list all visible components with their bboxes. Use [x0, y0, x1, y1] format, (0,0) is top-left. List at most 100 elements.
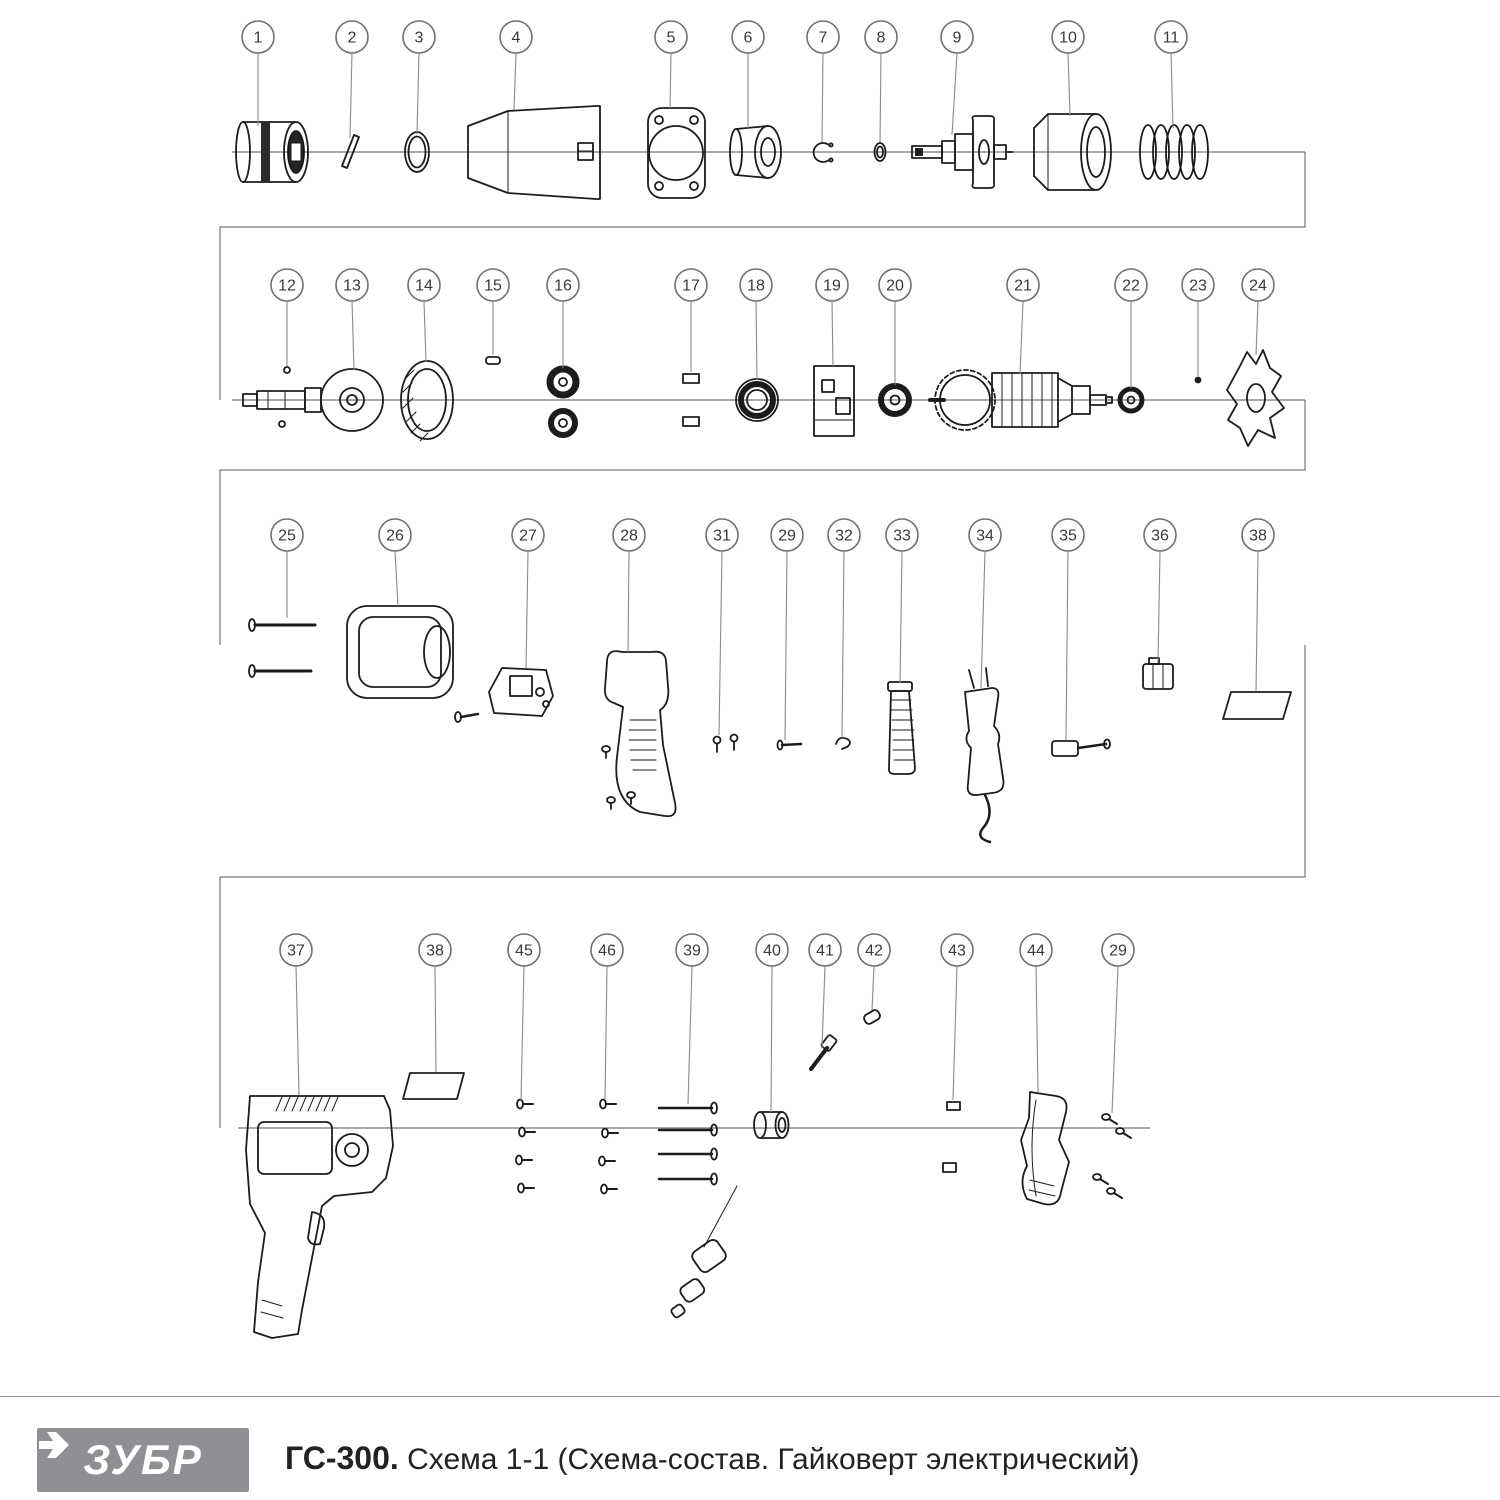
part-sleeves-17 — [682, 373, 700, 427]
part-switch-bracket — [454, 667, 554, 723]
svg-text:10: 10 — [1059, 30, 1077, 47]
svg-text:22: 22 — [1122, 278, 1140, 295]
part-label-plate-38b — [402, 1072, 465, 1100]
callout-36: 36 — [1143, 518, 1177, 664]
callout-34: 34 — [968, 518, 1002, 689]
footer-divider — [0, 1396, 1500, 1397]
part-label-plate-38 — [1222, 691, 1292, 720]
part-long-screws-39 — [657, 1101, 738, 1248]
part-pin — [341, 134, 360, 169]
callout-15: 15 — [476, 268, 510, 355]
part-socket-anvil — [235, 121, 309, 183]
part-cable-clamp — [1051, 738, 1111, 757]
part-fan-baffle — [1226, 349, 1285, 447]
part-screws-45 — [515, 1098, 536, 1194]
callout-20: 20 — [878, 268, 912, 385]
svg-text:14: 14 — [415, 278, 433, 295]
svg-text:2: 2 — [348, 30, 357, 47]
svg-text:15: 15 — [484, 278, 502, 295]
svg-text:32: 32 — [835, 528, 853, 545]
part-bearing-20 — [878, 383, 912, 417]
svg-text:35: 35 — [1059, 528, 1077, 545]
callout-22: 22 — [1114, 268, 1148, 388]
callout-35: 35 — [1051, 518, 1085, 741]
callout-37: 37 — [279, 933, 313, 1096]
callout-29: 29 — [770, 518, 804, 741]
callout-21: 21 — [1006, 268, 1040, 375]
svg-text:39: 39 — [683, 943, 701, 960]
callout-38: 38 — [1241, 518, 1275, 692]
part-terminal-block — [1142, 657, 1174, 690]
part-screws-46 — [598, 1098, 619, 1195]
svg-text:37: 37 — [287, 943, 305, 960]
part-bearing-22 — [1117, 386, 1145, 414]
part-stator — [346, 605, 454, 699]
svg-text:27: 27 — [519, 528, 537, 545]
svg-text:20: 20 — [886, 278, 904, 295]
part-hammer-cage — [1033, 113, 1112, 191]
callout-31: 31 — [705, 518, 739, 736]
svg-text:6: 6 — [744, 30, 753, 47]
callout-3: 3 — [402, 20, 436, 135]
part-cord-guard — [887, 681, 916, 775]
svg-text:36: 36 — [1151, 528, 1169, 545]
part-spring — [1139, 124, 1209, 180]
model-number: ГС-300. — [285, 1440, 399, 1476]
part-bushing — [729, 125, 782, 179]
part-spindle — [911, 115, 1014, 189]
callout-4: 4 — [499, 20, 533, 111]
svg-text:7: 7 — [819, 30, 828, 47]
part-gasket-plate — [647, 107, 706, 199]
svg-text:13: 13 — [343, 278, 361, 295]
svg-text:23: 23 — [1189, 278, 1207, 295]
callout-8: 8 — [864, 20, 898, 143]
callout-7: 7 — [806, 20, 840, 143]
callout-24: 24 — [1241, 268, 1275, 356]
svg-text:29: 29 — [778, 528, 796, 545]
callout-29: 29 — [1101, 933, 1135, 1114]
callout-46: 46 — [590, 933, 624, 1101]
part-long-screws-25 — [248, 618, 317, 678]
brand-name: ЗУБР — [83, 1436, 203, 1483]
svg-text:42: 42 — [865, 943, 883, 960]
callout-16: 16 — [546, 268, 580, 368]
callout-32: 32 — [827, 518, 861, 739]
svg-text:8: 8 — [877, 30, 886, 47]
svg-text:3: 3 — [415, 30, 424, 47]
part-armature — [928, 369, 1113, 431]
svg-text:38: 38 — [426, 943, 444, 960]
part-screws-29b — [1092, 1113, 1132, 1199]
callout-18: 18 — [739, 268, 773, 381]
svg-text:44: 44 — [1027, 943, 1045, 960]
svg-text:45: 45 — [515, 943, 533, 960]
svg-text:11: 11 — [1163, 30, 1180, 47]
callout-25: 25 — [270, 518, 304, 618]
callout-17: 17 — [674, 268, 708, 372]
part-cam-spindle — [242, 368, 384, 432]
svg-text:24: 24 — [1249, 278, 1267, 295]
svg-text:34: 34 — [976, 528, 994, 545]
part-bearing-pair — [546, 365, 580, 438]
callout-6: 6 — [731, 20, 765, 128]
svg-text:19: 19 — [823, 278, 841, 295]
part-bushing-40 — [753, 1111, 790, 1139]
svg-text:1: 1 — [254, 30, 263, 47]
callout-43: 43 — [940, 933, 974, 1101]
callout-11: 11 — [1154, 20, 1188, 129]
svg-text:12: 12 — [278, 278, 296, 295]
diagram-caption: ГС-300. Схема 1-1 (Схема-состав. Гайкове… — [285, 1440, 1139, 1477]
part-clip-32 — [835, 736, 851, 750]
part-sleeve-42 — [863, 1009, 881, 1025]
part-tiny-pin-12 — [283, 366, 291, 374]
part-motor-housing — [245, 1095, 394, 1339]
svg-text:43: 43 — [948, 943, 966, 960]
svg-text:40: 40 — [763, 943, 781, 960]
svg-text:38: 38 — [1249, 528, 1267, 545]
callout-9: 9 — [940, 20, 974, 136]
callout-28: 28 — [612, 518, 646, 653]
callout-33: 33 — [885, 518, 919, 684]
part-handle-half — [601, 650, 677, 818]
parts-layer — [235, 105, 1292, 1339]
callout-1: 1 — [241, 20, 275, 126]
